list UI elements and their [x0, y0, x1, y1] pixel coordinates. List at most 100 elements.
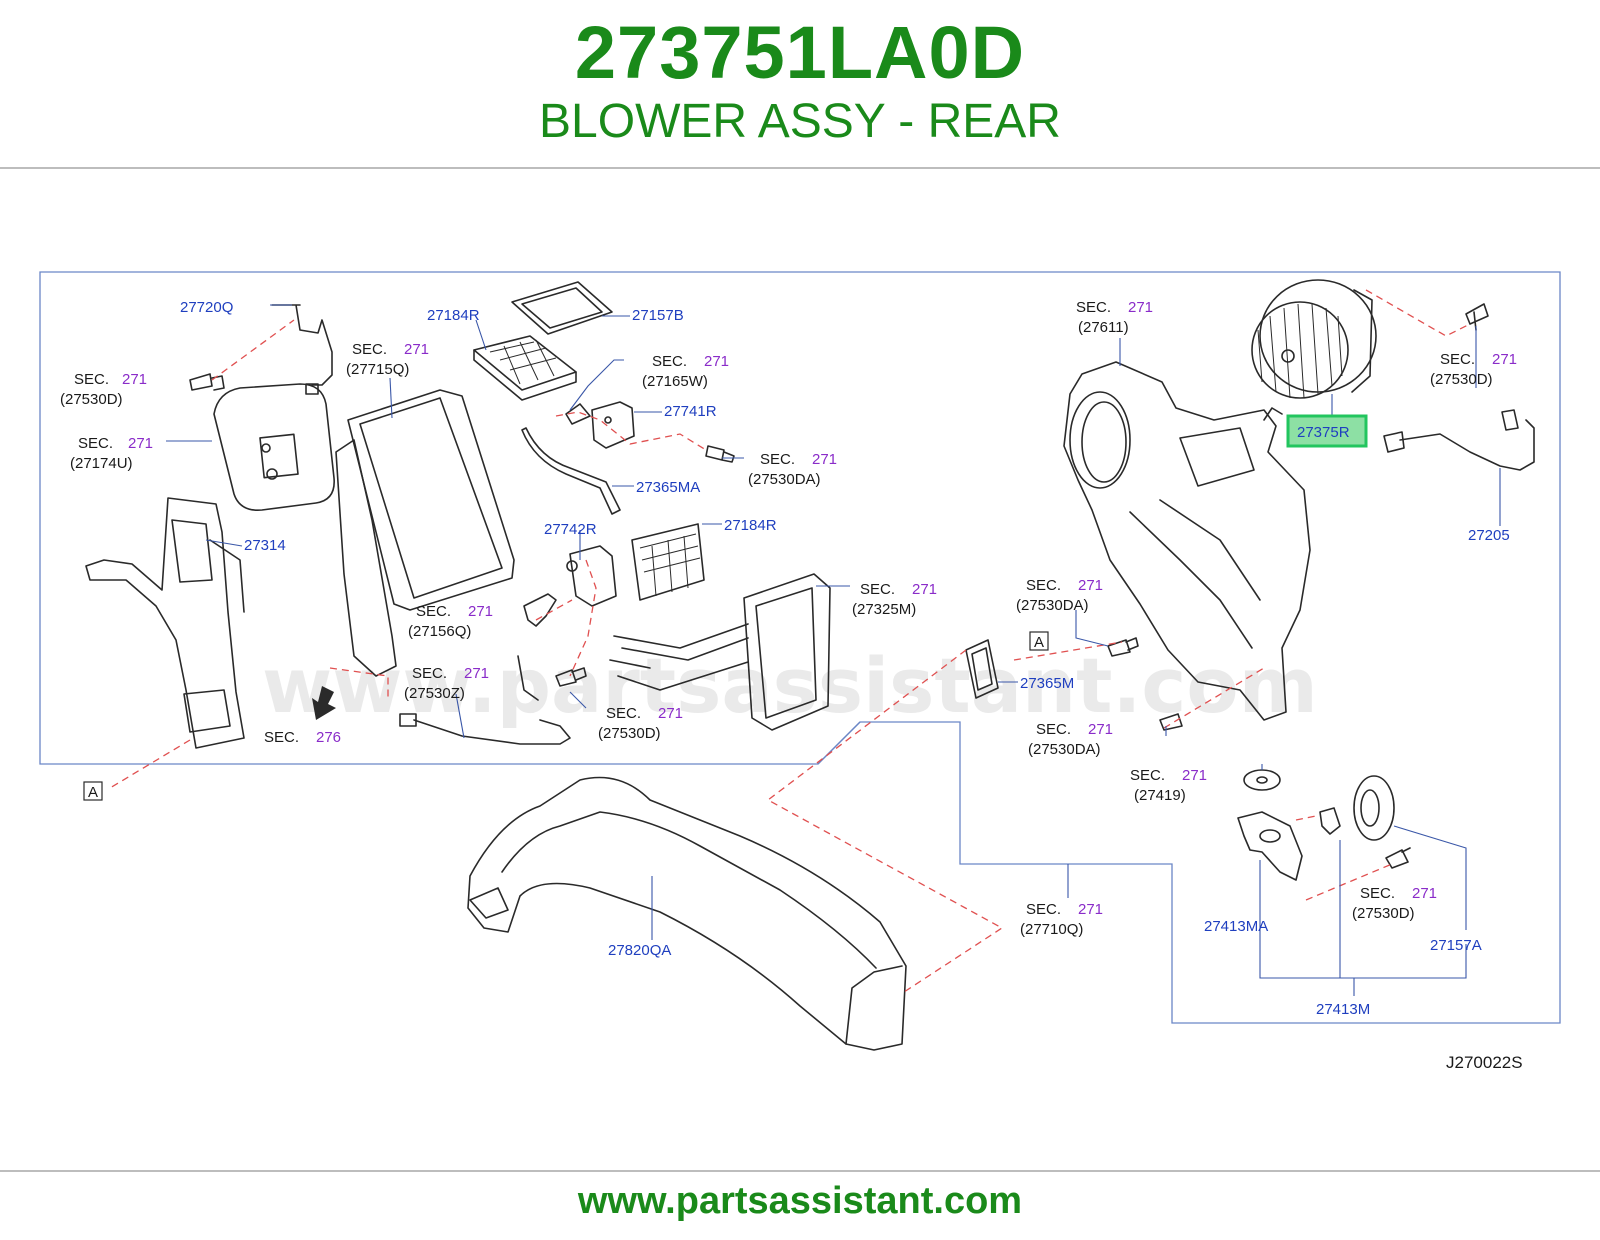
svg-text:271: 271: [912, 581, 937, 598]
svg-text:(27530D): (27530D): [60, 391, 123, 408]
direction-arrow-icon: [312, 686, 336, 720]
section-ref-27156q: SEC. 271 (27156Q): [408, 603, 493, 640]
callout-27314[interactable]: 27314: [244, 537, 286, 554]
svg-text:SEC.: SEC.: [1360, 885, 1395, 902]
clip-drawing: [1319, 807, 1341, 835]
screw-27530d-middle-drawing: [555, 667, 587, 687]
svg-text:(27710Q): (27710Q): [1020, 921, 1083, 938]
wire-harness-27205-drawing: [1383, 409, 1535, 471]
section-ref-27165w: SEC. 271 (27165W): [642, 353, 729, 390]
svg-text:271: 271: [128, 435, 153, 452]
svg-text:271: 271: [812, 451, 837, 468]
main-frame: [39, 271, 1561, 1024]
filter-27184r-middle-drawing: [631, 523, 705, 601]
callout-27365ma[interactable]: 27365MA: [636, 479, 700, 496]
sensor-27720q-drawing: [271, 304, 333, 395]
screw-27530da-middle-drawing: [705, 445, 735, 463]
blower-motor-27375r-drawing: [1251, 279, 1377, 399]
screw-27530da-right-upper-drawing: [1107, 637, 1139, 657]
svg-text:SEC.: SEC.: [264, 729, 299, 746]
section-ref-27530d-right-bottom: SEC. 271 (27530D): [1352, 885, 1437, 922]
svg-text:(27530DA): (27530DA): [1028, 741, 1101, 758]
assembly-dashed-lines: [109, 289, 1471, 993]
svg-text:SEC.: SEC.: [1130, 767, 1165, 784]
leader-lines: [166, 304, 1501, 996]
drawing-code: J270022S: [1446, 1053, 1523, 1072]
svg-text:(27530Z): (27530Z): [404, 685, 465, 702]
svg-text:(27530D): (27530D): [1352, 905, 1415, 922]
header-divider: [0, 167, 1600, 169]
callout-27365m[interactable]: 27365M: [1020, 675, 1074, 692]
screw-27530d-left-drawing: [189, 373, 225, 391]
section-ref-27419: SEC. 271 (27419): [1130, 767, 1207, 804]
section-ref-27530d-left: SEC. 271 (27530D): [60, 371, 147, 408]
section-ref-27530da-right-upper: SEC. 271 (27530DA): [1016, 577, 1103, 614]
callout-labels: 27720Q 27184R 27157B 27741R 27365MA 2731…: [180, 299, 1510, 1018]
svg-text:SEC.: SEC.: [1076, 299, 1111, 316]
section-ref-27715q: SEC. 271 (27715Q): [346, 341, 429, 378]
cover-plate-27174u-drawing: [213, 383, 335, 511]
svg-text:SEC.: SEC.: [1026, 901, 1061, 918]
callout-27157b[interactable]: 27157B: [632, 307, 684, 324]
svg-text:(27530DA): (27530DA): [748, 471, 821, 488]
svg-text:271: 271: [704, 353, 729, 370]
section-ref-27530da-middle: SEC. 271 (27530DA): [748, 451, 837, 488]
section-ref-276: SEC. 276: [264, 729, 341, 746]
svg-text:(27611): (27611): [1078, 319, 1129, 336]
svg-text:271: 271: [1078, 577, 1103, 594]
screw-27530d-right-bottom-drawing: [1385, 847, 1411, 869]
frame-joint: [817, 721, 861, 765]
callout-27720q[interactable]: 27720Q: [180, 299, 233, 316]
svg-text:SEC.: SEC.: [860, 581, 895, 598]
actuator-27742r-drawing: [566, 545, 617, 607]
header: 273751LA0D BLOWER ASSY - REAR: [0, 0, 1600, 168]
svg-text:271: 271: [1182, 767, 1207, 784]
callout-27184r-middle[interactable]: 27184R: [724, 517, 777, 534]
svg-text:SEC.: SEC.: [1026, 577, 1061, 594]
svg-text:(27530D): (27530D): [1430, 371, 1493, 388]
grommet-27157a-drawing: [1353, 775, 1395, 841]
part-name-subtitle: BLOWER ASSY - REAR: [539, 95, 1061, 148]
section-ref-27530d-middle: SEC. 271 (27530D): [598, 705, 683, 742]
washer-27419-drawing: [1243, 769, 1281, 791]
svg-text:(27715Q): (27715Q): [346, 361, 409, 378]
section-ref-27530z: SEC. 271 (27530Z): [404, 665, 489, 702]
svg-text:SEC.: SEC.: [352, 341, 387, 358]
svg-text:(27156Q): (27156Q): [408, 623, 471, 640]
callout-27742r[interactable]: 27742R: [544, 521, 597, 538]
footer-website-link[interactable]: www.partsassistant.com: [577, 1180, 1023, 1222]
callout-27375r[interactable]: 27375R: [1297, 424, 1350, 441]
section-ref-27710q: SEC. 271 (27710Q): [1020, 901, 1103, 938]
svg-text:271: 271: [468, 603, 493, 620]
callout-27205[interactable]: 27205: [1468, 527, 1510, 544]
callout-27413m[interactable]: 27413M: [1316, 1001, 1370, 1018]
svg-text:(27165W): (27165W): [642, 373, 708, 390]
svg-text:SEC.: SEC.: [1036, 721, 1071, 738]
section-references: SEC. 271 (27530D) SEC. 271 (27715Q) SEC.…: [60, 299, 1517, 938]
highlight-27375r-box[interactable]: [1286, 414, 1368, 448]
footer-divider: [0, 1170, 1600, 1172]
section-ref-27174u: SEC. 271 (27174U): [70, 435, 153, 472]
callout-27413ma[interactable]: 27413MA: [1204, 918, 1268, 935]
svg-text:(27530DA): (27530DA): [1016, 597, 1089, 614]
svg-text:(27419): (27419): [1134, 787, 1186, 804]
harness-27530z-drawing: [399, 655, 571, 745]
marker-a-right: A: [1029, 631, 1049, 651]
rod-27365ma-drawing: [521, 427, 621, 515]
svg-text:271: 271: [1492, 351, 1517, 368]
callout-27184r-top[interactable]: 27184R: [427, 307, 480, 324]
svg-text:SEC.: SEC.: [652, 353, 687, 370]
callout-27157a[interactable]: 27157A: [1430, 937, 1482, 954]
callout-27741r[interactable]: 27741R: [664, 403, 717, 420]
callout-27820qa[interactable]: 27820QA: [608, 942, 671, 959]
section-ref-27530d-right-top: SEC. 271 (27530D): [1430, 351, 1517, 388]
gasket-27365m-drawing: [965, 639, 999, 699]
link-27156q-drawing: [523, 593, 557, 627]
rear-duct-27820qa-drawing: [467, 776, 907, 1051]
part-number-title: 273751LA0D: [574, 11, 1026, 94]
svg-text:A: A: [1034, 634, 1044, 651]
svg-text:271: 271: [404, 341, 429, 358]
svg-text:271: 271: [1088, 721, 1113, 738]
svg-text:271: 271: [658, 705, 683, 722]
svg-text:A: A: [88, 784, 98, 801]
